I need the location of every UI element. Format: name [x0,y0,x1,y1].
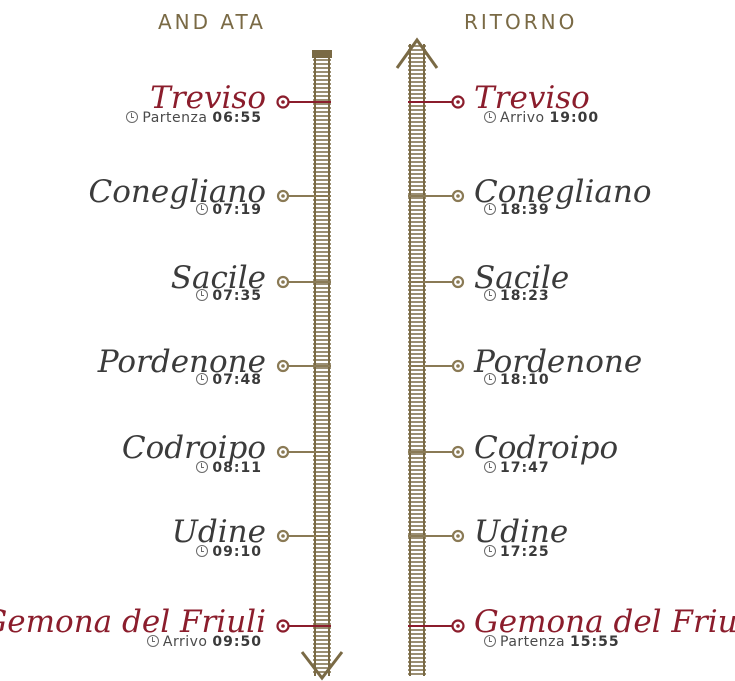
time-value: 18:39 [500,202,550,218]
station-name: Pordenone [474,344,643,380]
station-name: Udine [171,514,266,550]
return-stop-dot-icon [456,100,460,104]
station-name: Treviso [150,80,266,116]
outbound-stop-dot-icon [281,624,285,628]
time-value: 17:25 [500,544,550,560]
station-time: Arrivo 09:50 [146,634,262,650]
outbound-track [313,58,331,676]
station-time: Arrivo 19:00 [484,110,599,126]
return-stop-dot-icon [456,280,460,284]
clock-icon [196,289,209,301]
outbound-stop-dot-icon [281,280,285,284]
return-arrow-head [395,37,439,69]
time-value: 07:48 [212,372,262,388]
station-name: Pordenone [97,344,266,380]
station-time: Partenza 06:55 [126,110,262,126]
return-stop-dot-icon [456,534,460,538]
station-time: 07:35 [196,288,262,304]
station-name: Conegliano [88,174,266,210]
time-value: 09:50 [212,634,262,650]
outbound-stop-dot-icon [281,364,285,368]
station-name: Sacile [170,260,266,296]
station-time: 17:47 [484,460,550,476]
outbound-stop-dot-icon [281,450,285,454]
time-value: 18:10 [500,372,550,388]
clock-icon [484,111,496,123]
return-stop-dot-icon [456,364,460,368]
return-column-title: RITORNO [464,10,578,34]
time-label: Partenza [142,110,213,126]
outbound-arrow-head [300,651,344,681]
outbound-stop-dot-icon [281,534,285,538]
time-value: 19:00 [549,110,600,126]
time-label: Partenza [500,634,571,650]
time-value: 06:55 [212,110,262,126]
station-name: Gemona del Friuli [474,604,735,640]
station-time: 07:19 [196,202,262,218]
clock-icon [196,545,209,557]
time-value: 08:11 [212,460,262,476]
time-value: 15:55 [570,634,620,650]
station-name: Udine [474,514,569,550]
station-name: Gemona del Friuli [0,604,266,640]
station-time: 18:23 [484,288,550,304]
return-stop-dot-icon [456,624,460,628]
time-value: 09:10 [212,544,262,560]
clock-icon [484,545,496,557]
clock-icon [484,203,496,215]
time-value: 07:19 [212,202,262,218]
time-value: 17:47 [500,460,550,476]
time-value: 18:23 [500,288,550,304]
time-value: 07:35 [212,288,262,304]
station-time: 18:39 [484,202,550,218]
time-label: Arrivo [162,634,213,650]
clock-icon [146,635,159,647]
return-stop-dot-icon [456,194,460,198]
clock-icon [126,111,139,123]
clock-icon [196,373,209,385]
station-time: 09:10 [196,544,262,560]
clock-icon [484,461,496,473]
clock-icon [484,289,496,301]
station-name: Codroipo [474,430,619,466]
station-name: Conegliano [474,174,652,210]
return-track [408,44,426,676]
station-time: 18:10 [484,372,550,388]
station-time: 17:25 [484,544,550,560]
return-stop-dot-icon [456,450,460,454]
outbound-column-title: AND ATA [158,10,266,34]
station-time: 07:48 [196,372,262,388]
station-name: Treviso [474,80,590,116]
outbound-track-cap [312,50,332,58]
clock-icon [484,373,496,385]
clock-icon [196,203,209,215]
outbound-stop-dot-icon [281,100,285,104]
outbound-stop-dot-icon [281,194,285,198]
clock-icon [484,635,496,647]
station-name: Codroipo [121,430,266,466]
station-time: Partenza 15:55 [484,634,620,650]
station-time: 08:11 [196,460,262,476]
time-label: Arrivo [500,110,550,126]
clock-icon [196,461,209,473]
